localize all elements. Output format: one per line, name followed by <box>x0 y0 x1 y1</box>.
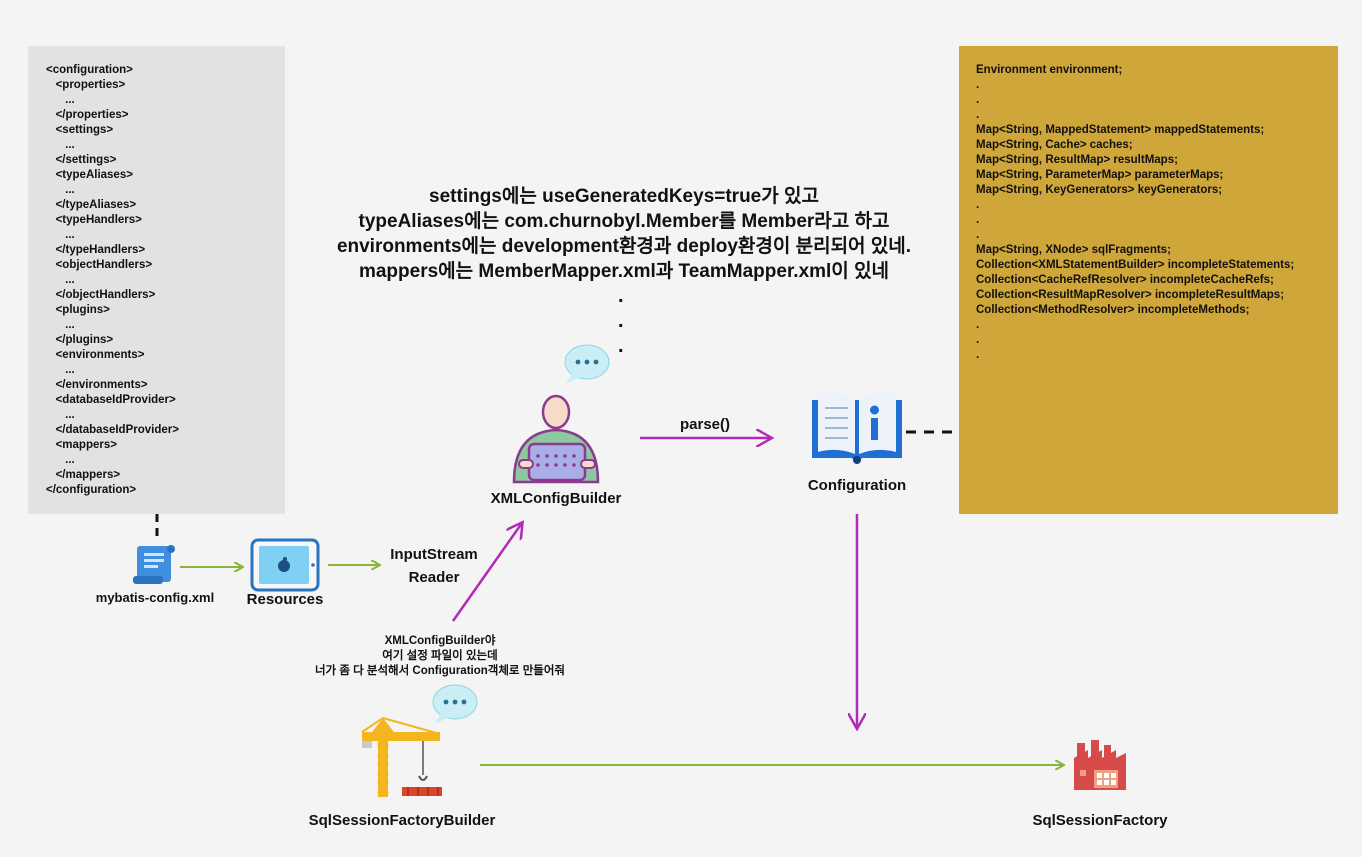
parse-note-line-2: typeAliases에는 com.churnobyl.Member를 Memb… <box>358 211 890 232</box>
configuration-field-line: Map<String, ResultMap> resultMaps; <box>976 154 1178 166</box>
person-laptop-icon <box>512 394 600 484</box>
resources-label: Resources <box>246 591 324 608</box>
xml-config-line: ... <box>46 229 75 241</box>
xml-config-line: ... <box>46 409 75 421</box>
xml-config-panel <box>28 46 285 514</box>
configuration-fields-lines: Environment environment;... Map<String, M… <box>976 63 1294 363</box>
configuration-field-line: . <box>976 229 980 241</box>
xml-config-line: ... <box>46 274 75 286</box>
xml-config-line: ... <box>46 139 75 151</box>
ellipsis-dot: . <box>618 310 624 332</box>
sql-session-factory-label: SqlSessionFactory <box>1032 812 1168 829</box>
arrow-reader-to-xmlconfigbuilder <box>451 523 522 622</box>
parse-label: parse() <box>679 416 731 433</box>
xml-config-line: <properties> <box>46 79 126 91</box>
scroll-document-icon <box>133 545 175 584</box>
configuration-field-line: . <box>976 79 980 91</box>
xml-config-lines: <configuration> <properties> ... </prope… <box>46 63 179 498</box>
ellipsis-dot: . <box>618 335 624 357</box>
xml-config-line: </plugins> <box>46 334 114 346</box>
xml-config-line: </typeAliases> <box>46 199 137 211</box>
builder-message: XMLConfigBuilder야 여기 설정 파일이 있는데 너가 좀 다 분… <box>290 634 590 679</box>
xml-config-line: ... <box>46 184 75 196</box>
xml-config-line: <environments> <box>46 349 145 361</box>
configuration-field-line: Map<String, KeyGenerators> keyGenerators… <box>976 184 1223 196</box>
parse-note-line-4: mappers에는 MemberMapper.xml과 TeamMapper.x… <box>358 261 890 282</box>
xml-config-line: </mappers> <box>46 469 121 481</box>
xml-config-line: <settings> <box>46 124 114 136</box>
tablet-apple-icon <box>250 538 320 592</box>
xml-config-line: </environments> <box>46 379 148 391</box>
configuration-field-line: . <box>976 199 980 211</box>
xml-config-line: ... <box>46 94 75 106</box>
xml-config-line: </configuration> <box>46 484 137 496</box>
ellipsis-dot: . <box>618 285 624 307</box>
configuration-fields-panel <box>959 46 1338 514</box>
configuration-field-line: . <box>976 349 980 361</box>
configuration-field-line: . <box>976 334 980 346</box>
xml-config-line: ... <box>46 364 75 376</box>
configuration-field-line: Environment environment; <box>976 64 1123 76</box>
input-stream-reader-label-line-1: InputStream <box>390 546 478 563</box>
builder-message-line-1: XMLConfigBuilder야 <box>384 635 496 647</box>
xml-config-line: ... <box>46 454 75 466</box>
sql-session-factory-builder-label: SqlSessionFactoryBuilder <box>308 812 496 829</box>
xml-config-line: <mappers> <box>46 439 117 451</box>
configuration-field-line: . <box>976 109 980 121</box>
parse-note: settings에는 useGeneratedKeys=true가 있고 typ… <box>300 184 948 284</box>
configuration-field-line: Map<String, ParameterMap> parameterMaps; <box>976 169 1224 181</box>
configuration-label: Configuration <box>807 477 907 494</box>
configuration-field-line: Collection<XMLStatementBuilder> incomple… <box>976 259 1295 271</box>
configuration-field-line: Map<String, XNode> sqlFragments; <box>976 244 1171 256</box>
speech-bubble-icon <box>564 344 610 384</box>
xml-config-line: <typeHandlers> <box>46 214 142 226</box>
configuration-field-line: Map<String, MappedStatement> mappedState… <box>976 124 1265 136</box>
xml-config-line: </typeHandlers> <box>46 244 146 256</box>
configuration-field-line: . <box>976 214 980 226</box>
factory-icon <box>1074 740 1126 790</box>
xml-config-line: <typeAliases> <box>46 169 133 181</box>
xml-config-line: <plugins> <box>46 304 110 316</box>
input-stream-reader-label: InputStream Reader <box>374 543 494 589</box>
configuration-field-line: . <box>976 319 980 331</box>
construction-crane-icon <box>361 717 442 797</box>
xml-config-builder-label: XMLConfigBuilder <box>490 490 622 507</box>
input-stream-reader-label-line-2: Reader <box>408 569 460 586</box>
info-book-icon <box>812 393 902 464</box>
configuration-field-line: Map<String, Cache> caches; <box>976 139 1133 151</box>
xml-config-line: ... <box>46 319 75 331</box>
xml-config-line: </properties> <box>46 109 129 121</box>
configuration-field-line: Collection<ResultMapResolver> incomplete… <box>976 289 1285 301</box>
xml-config-line: <databaseIdProvider> <box>46 394 176 406</box>
xml-config-line: </settings> <box>46 154 117 166</box>
xml-config-line: </databaseIdProvider> <box>46 424 179 436</box>
parse-note-line-1: settings에는 useGeneratedKeys=true가 있고 <box>429 186 819 207</box>
configuration-field-line: Collection<MethodResolver> incompleteMet… <box>976 304 1250 316</box>
xml-config-line: </objectHandlers> <box>46 289 156 301</box>
configuration-field-line: . <box>976 94 980 106</box>
parse-note-line-3: environments에는 development환경과 deploy환경이 … <box>336 236 912 257</box>
config-file-label: mybatis-config.xml <box>95 590 215 605</box>
builder-message-line-2: 여기 설정 파일이 있는데 <box>382 650 498 662</box>
speech-bubble-icon <box>432 684 478 724</box>
configuration-field-line: Collection<CacheRefResolver> incompleteC… <box>976 274 1274 286</box>
parse-note-dots: . . . <box>618 284 624 359</box>
xml-config-line: <configuration> <box>46 64 133 76</box>
xml-config-line: <objectHandlers> <box>46 259 153 271</box>
builder-message-line-3: 너가 좀 다 분석해서 Configuration객체로 만들어줘 <box>314 665 566 677</box>
